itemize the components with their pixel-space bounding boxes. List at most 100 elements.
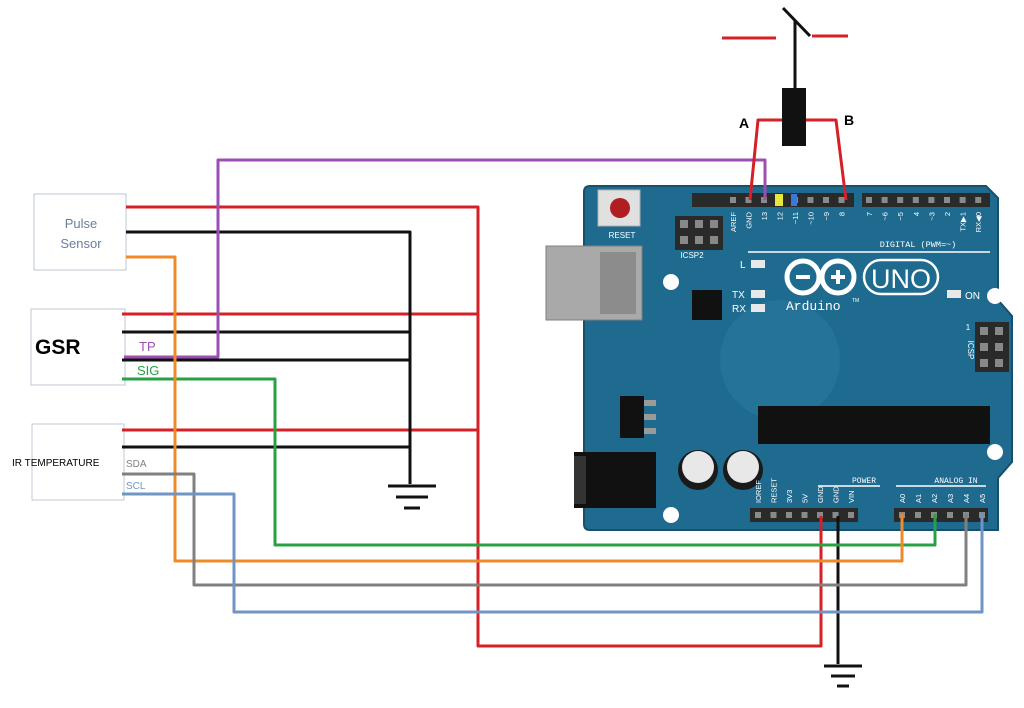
wire-purple-tp (124, 158, 767, 359)
power-pin-labels: IOREF RESET 3V3 5V GND GND VIN (754, 478, 856, 503)
pin-hole (915, 512, 921, 518)
reset-label: RESET (609, 231, 636, 240)
led-rx (751, 304, 765, 312)
mount-hole (987, 444, 1003, 460)
led-rx-label: RX (732, 304, 746, 315)
icsp2-label: ICSP2 (680, 251, 704, 260)
pin-label: ~5 (896, 212, 905, 221)
pin-label: 3V3 (785, 490, 794, 503)
ir-temperature-box (31, 423, 125, 501)
ground-icon (824, 664, 862, 688)
pin-hole (755, 512, 761, 518)
pin-label: 2 (943, 212, 952, 216)
icsp-pin1-label: 1 (966, 323, 971, 332)
wire-green-sig (122, 377, 937, 547)
on-label: ON (965, 291, 980, 302)
pin-label: A0 (898, 494, 907, 503)
pin-label: 4 (912, 212, 921, 216)
led-l-label: L (740, 260, 746, 271)
pin-label: 8 (838, 212, 847, 216)
power-pin-holes (755, 512, 854, 518)
pin-label: GND (816, 486, 825, 503)
ground-icon (388, 484, 436, 510)
pin-hole (807, 197, 814, 203)
pin-label: ~6 (881, 212, 890, 221)
pin-label: ~3 (927, 212, 936, 221)
voltage-regulator (620, 396, 644, 438)
digital-header-left (692, 193, 854, 207)
digital-header-right (862, 193, 990, 207)
pin-hole (786, 512, 792, 518)
pin-hole (881, 197, 888, 203)
icsp2-header (675, 216, 723, 250)
power-label: POWER (852, 477, 876, 486)
usb-connector-inner (600, 252, 636, 314)
arduino-tm: TM (852, 298, 859, 304)
analog-header (894, 508, 988, 522)
arduino-brand: Arduino (786, 299, 841, 314)
pin-hole (823, 197, 829, 203)
pin-hole (975, 197, 982, 203)
reset-button-cap[interactable] (610, 198, 630, 218)
pin-hole (730, 197, 736, 203)
led-tx (751, 290, 765, 298)
pin-label: ~11 (791, 212, 800, 224)
pin-label: RX◀0 (974, 212, 983, 232)
pulse-sensor-box (33, 193, 127, 271)
digital-label: DIGITAL (PWM=~) (880, 240, 957, 250)
pin-label: A2 (930, 494, 939, 503)
pin-hole (848, 512, 854, 518)
pin-label: 7 (865, 212, 874, 216)
pin-hole (959, 197, 966, 203)
pin-hole (947, 512, 953, 518)
ir-pin-scl: SCL (126, 481, 146, 492)
gsr-sensor-box (30, 308, 126, 386)
gsr-pin-sig: SIG (137, 363, 159, 378)
pin-label: 12 (776, 212, 785, 220)
regulator-pin (644, 428, 656, 434)
pin-hole (912, 197, 919, 203)
pin-hole (866, 197, 872, 203)
gsr-label: GSR (35, 336, 81, 359)
pin-label: GND (745, 211, 754, 228)
mount-hole (987, 288, 1003, 304)
arduino-logo-icon (784, 258, 857, 296)
capacitor-top (682, 451, 714, 483)
pin-label: GND (832, 486, 841, 503)
wire-gray-sda (122, 472, 968, 587)
wire-orange-pulse (126, 255, 904, 563)
pin-label: 5V (801, 494, 810, 503)
led-tx-label: TX (732, 290, 745, 301)
board-watermark (720, 300, 840, 420)
led-l (751, 260, 765, 268)
mount-hole (663, 507, 679, 523)
icsp-label: ICSP (966, 341, 975, 360)
pin-label: AREF (729, 212, 738, 232)
wire-blue-scl (122, 492, 984, 614)
analog-label: ANALOG IN (934, 477, 977, 486)
power-jack (574, 452, 656, 508)
pin-hole (897, 197, 904, 203)
wire-red-5v-bus (126, 205, 823, 648)
icsp-header (975, 322, 1009, 372)
usb-chip (692, 290, 722, 320)
pulse-sensor-label-line2: Sensor (60, 236, 102, 251)
ir-pin-sda: SDA (126, 459, 147, 470)
pin-label: IOREF (754, 480, 763, 503)
pin-label: ~9 (822, 212, 831, 221)
regulator-pin (644, 400, 656, 406)
pin-label: RESET (770, 478, 779, 503)
pin-hole (770, 512, 777, 518)
ir-temperature-label: IR TEMPERATURE (12, 458, 100, 469)
pin-hole (928, 197, 935, 203)
regulator-pin (644, 414, 656, 420)
pin-label: VIN (847, 490, 856, 503)
pin-label: A3 (946, 494, 955, 503)
pin-hole (838, 197, 845, 203)
pin-label: TX▶1 (959, 212, 968, 232)
mount-hole (663, 274, 679, 290)
power-jack-face (574, 456, 586, 504)
